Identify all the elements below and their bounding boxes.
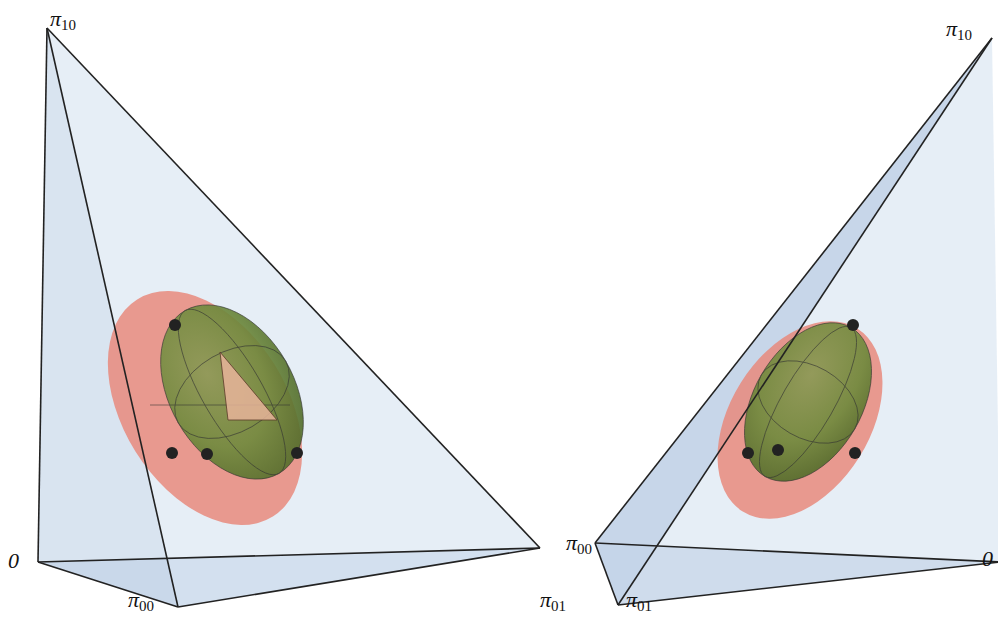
- left-simplex: [38, 28, 540, 607]
- origin-label: 0: [982, 548, 993, 570]
- vertex-label: π01: [626, 589, 652, 614]
- vertex-label: π10: [946, 18, 972, 43]
- origin-label: 0: [8, 550, 19, 572]
- vertex-label: π10: [50, 8, 76, 33]
- vertex-label: π00: [128, 589, 154, 614]
- vertex-label: π00: [566, 532, 592, 557]
- vertex-label: π01: [540, 589, 566, 614]
- right-simplex: [595, 38, 998, 605]
